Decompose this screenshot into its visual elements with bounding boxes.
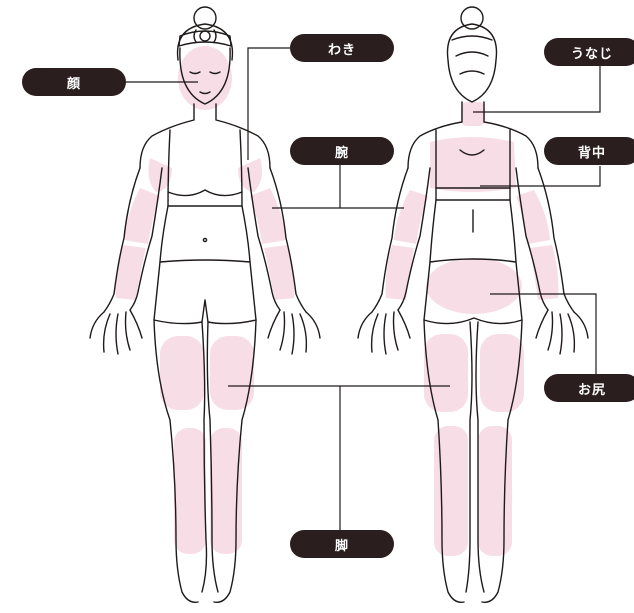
zone-buttocks: [426, 258, 522, 314]
label-legs: 脚: [290, 530, 394, 558]
zone-shin-left: [174, 428, 206, 554]
leader-armpit: [248, 48, 290, 160]
zone-back-upper-arm-right: [516, 190, 550, 244]
leader-nape: [473, 66, 600, 112]
label-armpit: わき: [290, 34, 394, 62]
zone-thigh-left: [160, 336, 204, 410]
label-back: 背中: [544, 137, 634, 165]
leader-arm: [272, 164, 404, 208]
zone-back-thigh-left: [424, 334, 468, 412]
zone-face: [178, 46, 232, 110]
leader-legs: [228, 386, 450, 530]
label-face: 顔: [22, 68, 126, 96]
zone-nape: [461, 102, 485, 126]
front-figure: [90, 7, 320, 602]
label-arm: 腕: [290, 137, 394, 165]
back-highlight-zones: [386, 102, 559, 556]
back-figure: [358, 7, 588, 602]
label-nape: うなじ: [544, 38, 634, 66]
zone-back-upper: [430, 137, 516, 192]
label-buttocks: お尻: [544, 374, 634, 402]
zone-back-lower-arm-right: [530, 245, 558, 300]
